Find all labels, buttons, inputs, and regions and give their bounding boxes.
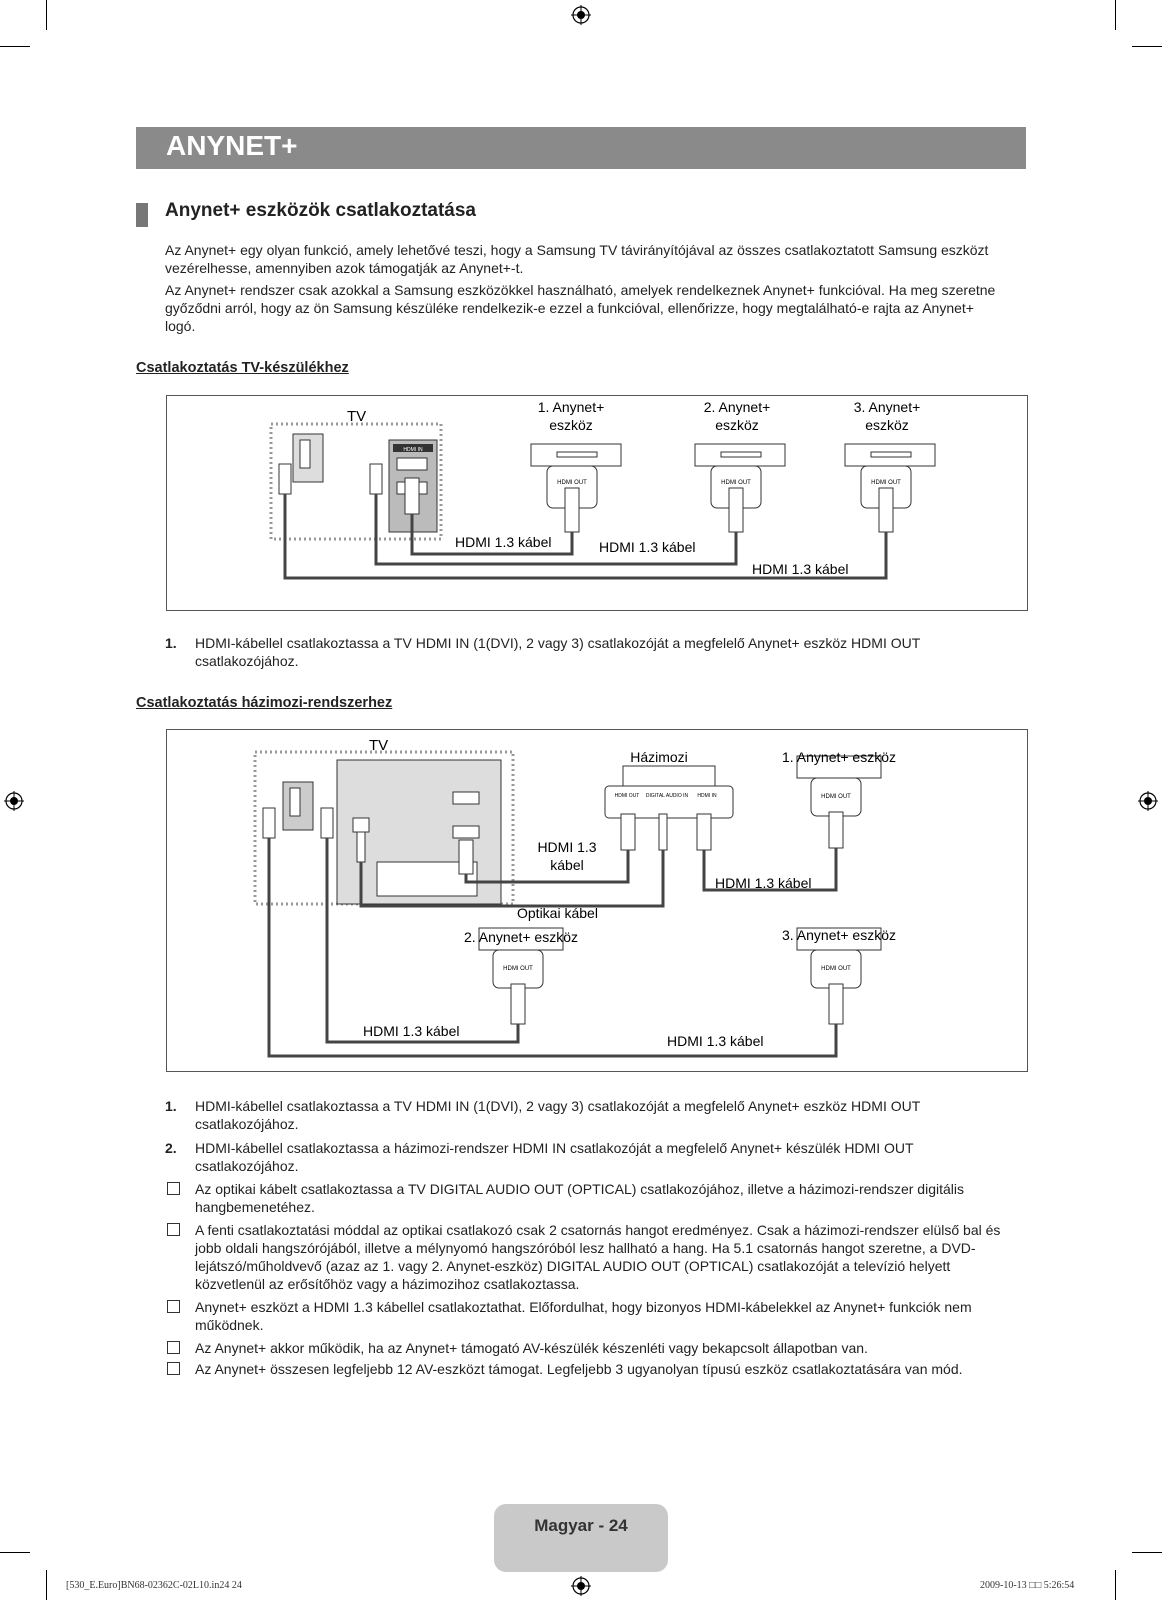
subheading-tv: Csatlakoztatás TV-készülékhez [136, 360, 349, 376]
step-text: HDMI-kábellel csatlakoztassa a TV HDMI I… [195, 1098, 921, 1132]
page-number: Magyar - 24 [534, 1516, 628, 1535]
section-marker [136, 203, 148, 227]
ht-cable-a: HDMI 1.3 [537, 839, 596, 855]
ht-cable-b: HDMI 1.3 kábel [715, 875, 811, 891]
intro-paragraph-1: Az Anynet+ egy olyan funkció, amely lehe… [165, 242, 989, 276]
note-text: Az Anynet+ akkor működik, ha az Anynet+ … [195, 1340, 868, 1356]
ht-dev1-hdmi-out: HDMI OUT [821, 794, 851, 800]
ht-tv-label: TV [369, 737, 388, 754]
dev1-hdmi-out: HDMI OUT [557, 480, 587, 486]
tv-label: TV [347, 408, 366, 425]
note-icon [167, 1223, 180, 1236]
intro-paragraph-2: Az Anynet+ rendszer csak azokkal a Samsu… [165, 282, 996, 334]
note-icon [167, 1362, 180, 1375]
ht-cable-c: HDMI 1.3 kábel [363, 1023, 459, 1039]
ht-diagram-drawing: HDMI OUT DIGITAL AUDIO IN HDMI IN HDMI O… [253, 737, 896, 1058]
home-theater-label: Házimozi [630, 749, 688, 765]
registration-mark-icon [1138, 791, 1158, 811]
ht-digital-audio-in: DIGITAL AUDIO IN [646, 793, 689, 799]
crop-mark [46, 1570, 47, 1600]
note-icon [167, 1300, 180, 1313]
registration-mark-icon [571, 5, 591, 25]
tv-connection-diagram: HDMI IN HDMI OUT HDMI OUT HDMI OUT [166, 395, 1028, 611]
step-text: HDMI-kábellel csatlakoztassa a TV HDMI I… [195, 635, 921, 669]
registration-mark-icon [4, 791, 24, 811]
ht-cable-d: HDMI 1.3 kábel [667, 1033, 763, 1049]
home-theater-diagram: HDMI OUT DIGITAL AUDIO IN HDMI IN HDMI O… [166, 729, 1028, 1072]
tv-diagram-drawing: HDMI IN HDMI OUT HDMI OUT HDMI OUT [269, 399, 936, 580]
note-icon [167, 1341, 180, 1354]
print-slug-left: [530_E.Euro]BN68-02362C-02L10.in24 24 [66, 1580, 242, 1591]
crop-mark [1115, 0, 1116, 30]
ht-dev3-hdmi-out: HDMI OUT [821, 966, 851, 972]
note-text: Az optikai kábelt csatlakoztassa a TV DI… [195, 1181, 964, 1215]
crop-mark [1132, 1552, 1162, 1553]
dev3-hdmi-out: HDMI OUT [871, 480, 901, 486]
ht-device1-label: 1. Anynet+ eszköz [782, 749, 896, 765]
device3-sub: eszköz [865, 417, 909, 433]
note-text: Anynet+ eszközt a HDMI 1.3 kábellel csat… [195, 1299, 972, 1333]
ht-device3-label: 3. Anynet+ eszköz [782, 927, 896, 943]
crop-mark [1132, 46, 1162, 47]
ht-optical: Optikai kábel [517, 905, 598, 921]
step-number: 1. [165, 1098, 177, 1114]
device1-label: 1. Anynet+ [538, 399, 605, 415]
ht-dev2-hdmi-out: HDMI OUT [503, 966, 533, 972]
page-banner: ANYNET+ [136, 127, 1026, 169]
note-text: A fenti csatlakoztatási móddal az optika… [195, 1222, 1001, 1292]
cable-label-1: HDMI 1.3 kábel [455, 534, 551, 550]
device3-label: 3. Anynet+ [854, 399, 921, 415]
device2-sub: eszköz [715, 417, 759, 433]
tv-hdmi-in-label: HDMI IN [403, 447, 423, 453]
dev2-hdmi-out: HDMI OUT [721, 480, 751, 486]
cable-label-2: HDMI 1.3 kábel [599, 539, 695, 555]
print-slug-right: 2009-10-13 □□ 5:26:54 [980, 1580, 1075, 1591]
registration-mark-icon [571, 1576, 591, 1596]
subheading-home-theater: Csatlakoztatás házimozi-rendszerhez [136, 695, 393, 711]
crop-mark [1115, 1570, 1116, 1600]
step-number: 2. [165, 1140, 177, 1156]
page-number-tab: Magyar - 24 [494, 1504, 668, 1572]
ht-hdmi-out: HDMI OUT [615, 793, 640, 799]
step-text: HDMI-kábellel csatlakoztassa a házimozi-… [195, 1140, 914, 1174]
crop-mark [46, 0, 47, 30]
ht-cable-a2: kábel [550, 857, 583, 873]
banner-title: ANYNET+ [166, 130, 298, 161]
section-title: Anynet+ eszközök csatlakoztatása [165, 200, 476, 221]
step-number: 1. [165, 635, 177, 651]
note-text: Az Anynet+ összesen legfeljebb 12 AV-esz… [195, 1361, 963, 1377]
device2-label: 2. Anynet+ [704, 399, 771, 415]
ht-device2-label: 2. Anynet+ eszköz [464, 929, 578, 945]
note-icon [167, 1182, 180, 1195]
crop-mark [0, 1552, 30, 1553]
crop-mark [0, 46, 30, 47]
ht-hdmi-in: HDMI IN [697, 793, 717, 799]
device1-sub: eszköz [549, 417, 593, 433]
cable-label-3: HDMI 1.3 kábel [752, 561, 848, 577]
